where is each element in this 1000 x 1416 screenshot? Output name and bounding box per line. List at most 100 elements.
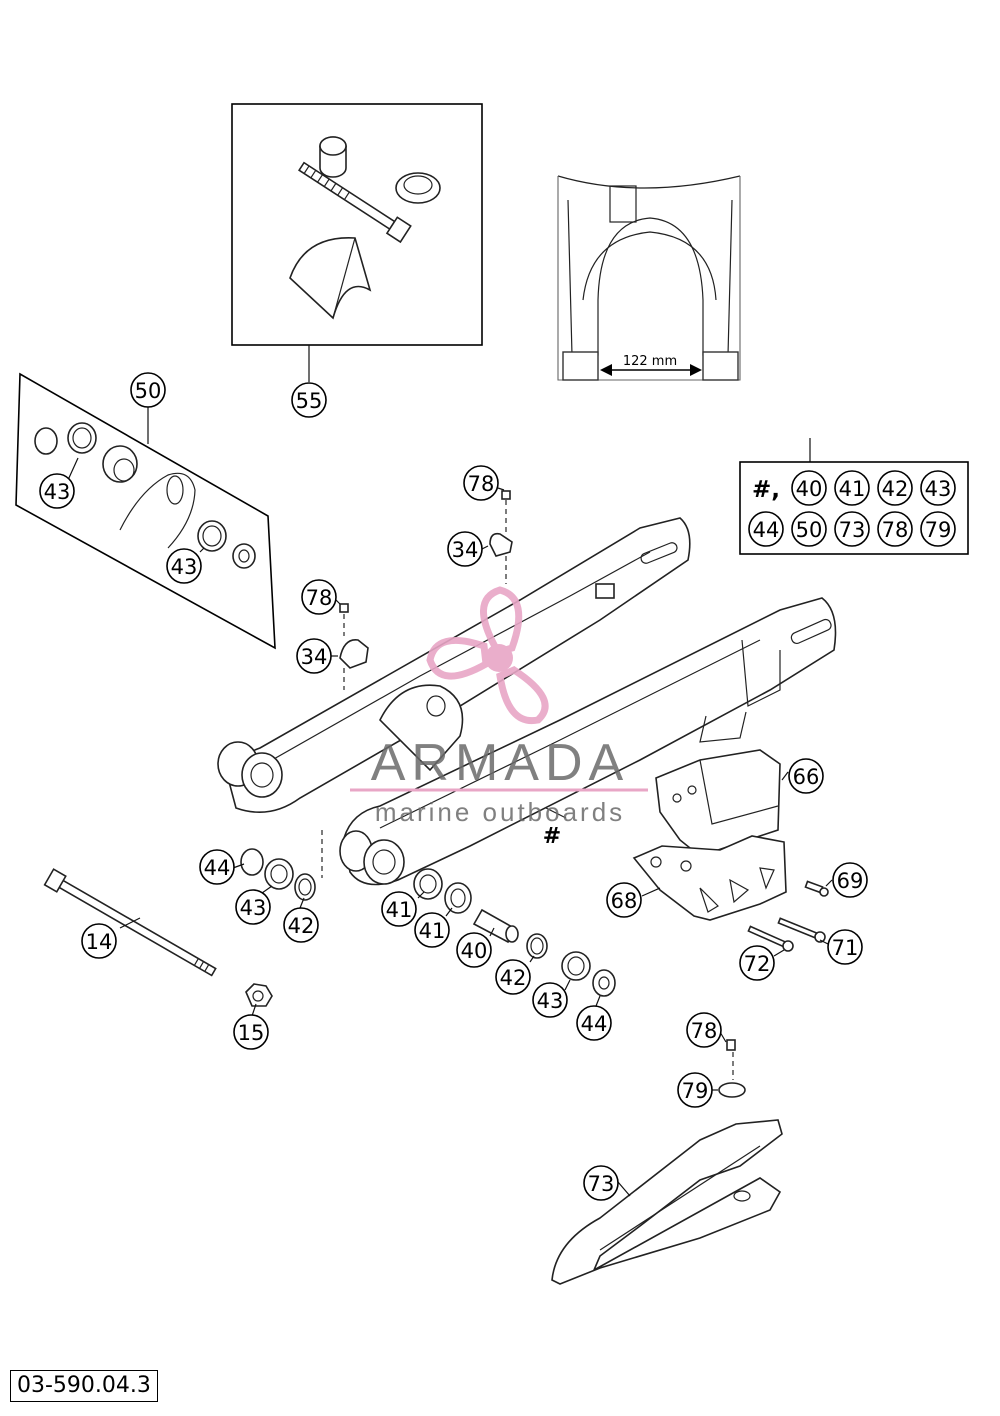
chain-guide-plate-68 (632, 835, 787, 921)
svg-text:41: 41 (419, 919, 446, 943)
set-item-79: 79 (920, 511, 956, 547)
left-pivot-stack (240, 830, 323, 901)
watermark-brand: ARMADA (371, 734, 629, 792)
callout-44-left: 44 (199, 849, 235, 885)
nut-15 (245, 983, 273, 1007)
svg-text:78: 78 (468, 472, 495, 496)
set-box-30: #, 40 41 42 43 44 50 73 78 79 (739, 438, 969, 555)
svg-text:43: 43 (925, 477, 952, 501)
svg-text:14: 14 (86, 930, 113, 954)
callout-68: 68 (606, 882, 642, 918)
svg-text:44: 44 (581, 1012, 608, 1036)
svg-text:43: 43 (171, 555, 198, 579)
measurement-label: 122 mm (623, 354, 677, 369)
bolt-69 (804, 880, 829, 897)
pivot-axle-14 (43, 868, 217, 977)
svg-text:40: 40 (461, 939, 488, 963)
watermark-tagline: marine outboards (375, 797, 625, 827)
svg-text:71: 71 (832, 936, 859, 960)
svg-text:50: 50 (135, 379, 162, 403)
callout-78-slider: 78 (686, 1012, 722, 1048)
callout-14: 14 (81, 923, 117, 959)
bolt-71 (777, 917, 826, 943)
set-item-40: 40 (791, 470, 827, 506)
document-number: 03-590.04.3 (10, 1370, 158, 1402)
kit-box-55 (231, 103, 483, 346)
svg-text:44: 44 (204, 856, 231, 880)
svg-text:42: 42 (882, 477, 909, 501)
svg-text:43: 43 (537, 989, 564, 1013)
callout-15: 15 (233, 1014, 269, 1050)
svg-text:69: 69 (837, 869, 864, 893)
svg-text:78: 78 (691, 1019, 718, 1043)
svg-text:34: 34 (452, 538, 479, 562)
right-pivot-stack (413, 868, 616, 997)
callouts: 55 50 43 43 78 34 78 34 66 44 43 42 41 4… (39, 372, 868, 1201)
set-hash-label: #, (752, 477, 780, 503)
callout-34-lower: 34 (296, 638, 332, 674)
svg-text:66: 66 (793, 765, 820, 789)
svg-text:41: 41 (839, 477, 866, 501)
propeller-logo (426, 586, 549, 725)
set-item-44: 44 (748, 511, 784, 547)
callout-72: 72 (739, 945, 775, 981)
callout-69: 69 (832, 862, 868, 898)
svg-text:34: 34 (301, 645, 328, 669)
callout-78-upper: 78 (463, 465, 499, 501)
callout-55: 55 (291, 382, 327, 418)
set-item-50: 50 (791, 511, 827, 547)
bolt-72 (747, 925, 794, 952)
leader-lines (67, 457, 833, 1197)
callout-42-right: 42 (495, 959, 531, 995)
callout-50: 50 (130, 372, 166, 408)
callout-79: 79 (677, 1072, 713, 1108)
svg-text:44: 44 (753, 518, 780, 542)
svg-text:43: 43 (240, 896, 267, 920)
callout-78-lower: 78 (301, 579, 337, 615)
svg-text:50: 50 (796, 518, 823, 542)
callout-41-b: 41 (414, 912, 450, 948)
callout-71: 71 (827, 929, 863, 965)
svg-text:42: 42 (288, 914, 315, 938)
callout-73: 73 (583, 1165, 619, 1201)
chain-slider-73 (551, 1039, 783, 1285)
clamp-34-upper (489, 490, 513, 584)
callout-41-a: 41 (381, 891, 417, 927)
svg-text:40: 40 (796, 477, 823, 501)
callout-40: 40 (456, 932, 492, 968)
set-item-73: 73 (834, 511, 870, 547)
callout-43-kit-right: 43 (166, 548, 202, 584)
set-item-41: 41 (834, 470, 870, 506)
svg-text:72: 72 (744, 952, 771, 976)
chain-guide-66 (655, 749, 781, 857)
svg-text:79: 79 (682, 1079, 709, 1103)
svg-text:78: 78 (306, 586, 333, 610)
svg-text:15: 15 (238, 1021, 265, 1045)
swingarm (217, 517, 837, 886)
svg-text:55: 55 (296, 389, 323, 413)
callout-42-left: 42 (283, 907, 319, 943)
svg-text:79: 79 (925, 518, 952, 542)
set-item-43: 43 (920, 470, 956, 506)
callout-44-right: 44 (576, 1005, 612, 1041)
watermark: ARMADA marine outboards (350, 586, 648, 827)
hash-marker: # (543, 824, 561, 849)
svg-text:41: 41 (386, 898, 413, 922)
callout-66: 66 (788, 758, 824, 794)
svg-text:42: 42 (500, 966, 527, 990)
svg-text:73: 73 (588, 1172, 615, 1196)
svg-text:78: 78 (882, 518, 909, 542)
set-item-78: 78 (877, 511, 913, 547)
svg-text:68: 68 (611, 889, 638, 913)
callout-43-right: 43 (532, 982, 568, 1018)
svg-text:43: 43 (44, 480, 71, 504)
set-item-42: 42 (877, 470, 913, 506)
callout-43-kit-left: 43 (39, 473, 75, 509)
measurement-inset: 122 mm (557, 175, 741, 381)
clamp-34-lower (339, 603, 369, 690)
callout-43-left: 43 (235, 889, 271, 925)
callout-34-upper: 34 (447, 531, 483, 567)
bearing-kit-50 (15, 372, 276, 650)
